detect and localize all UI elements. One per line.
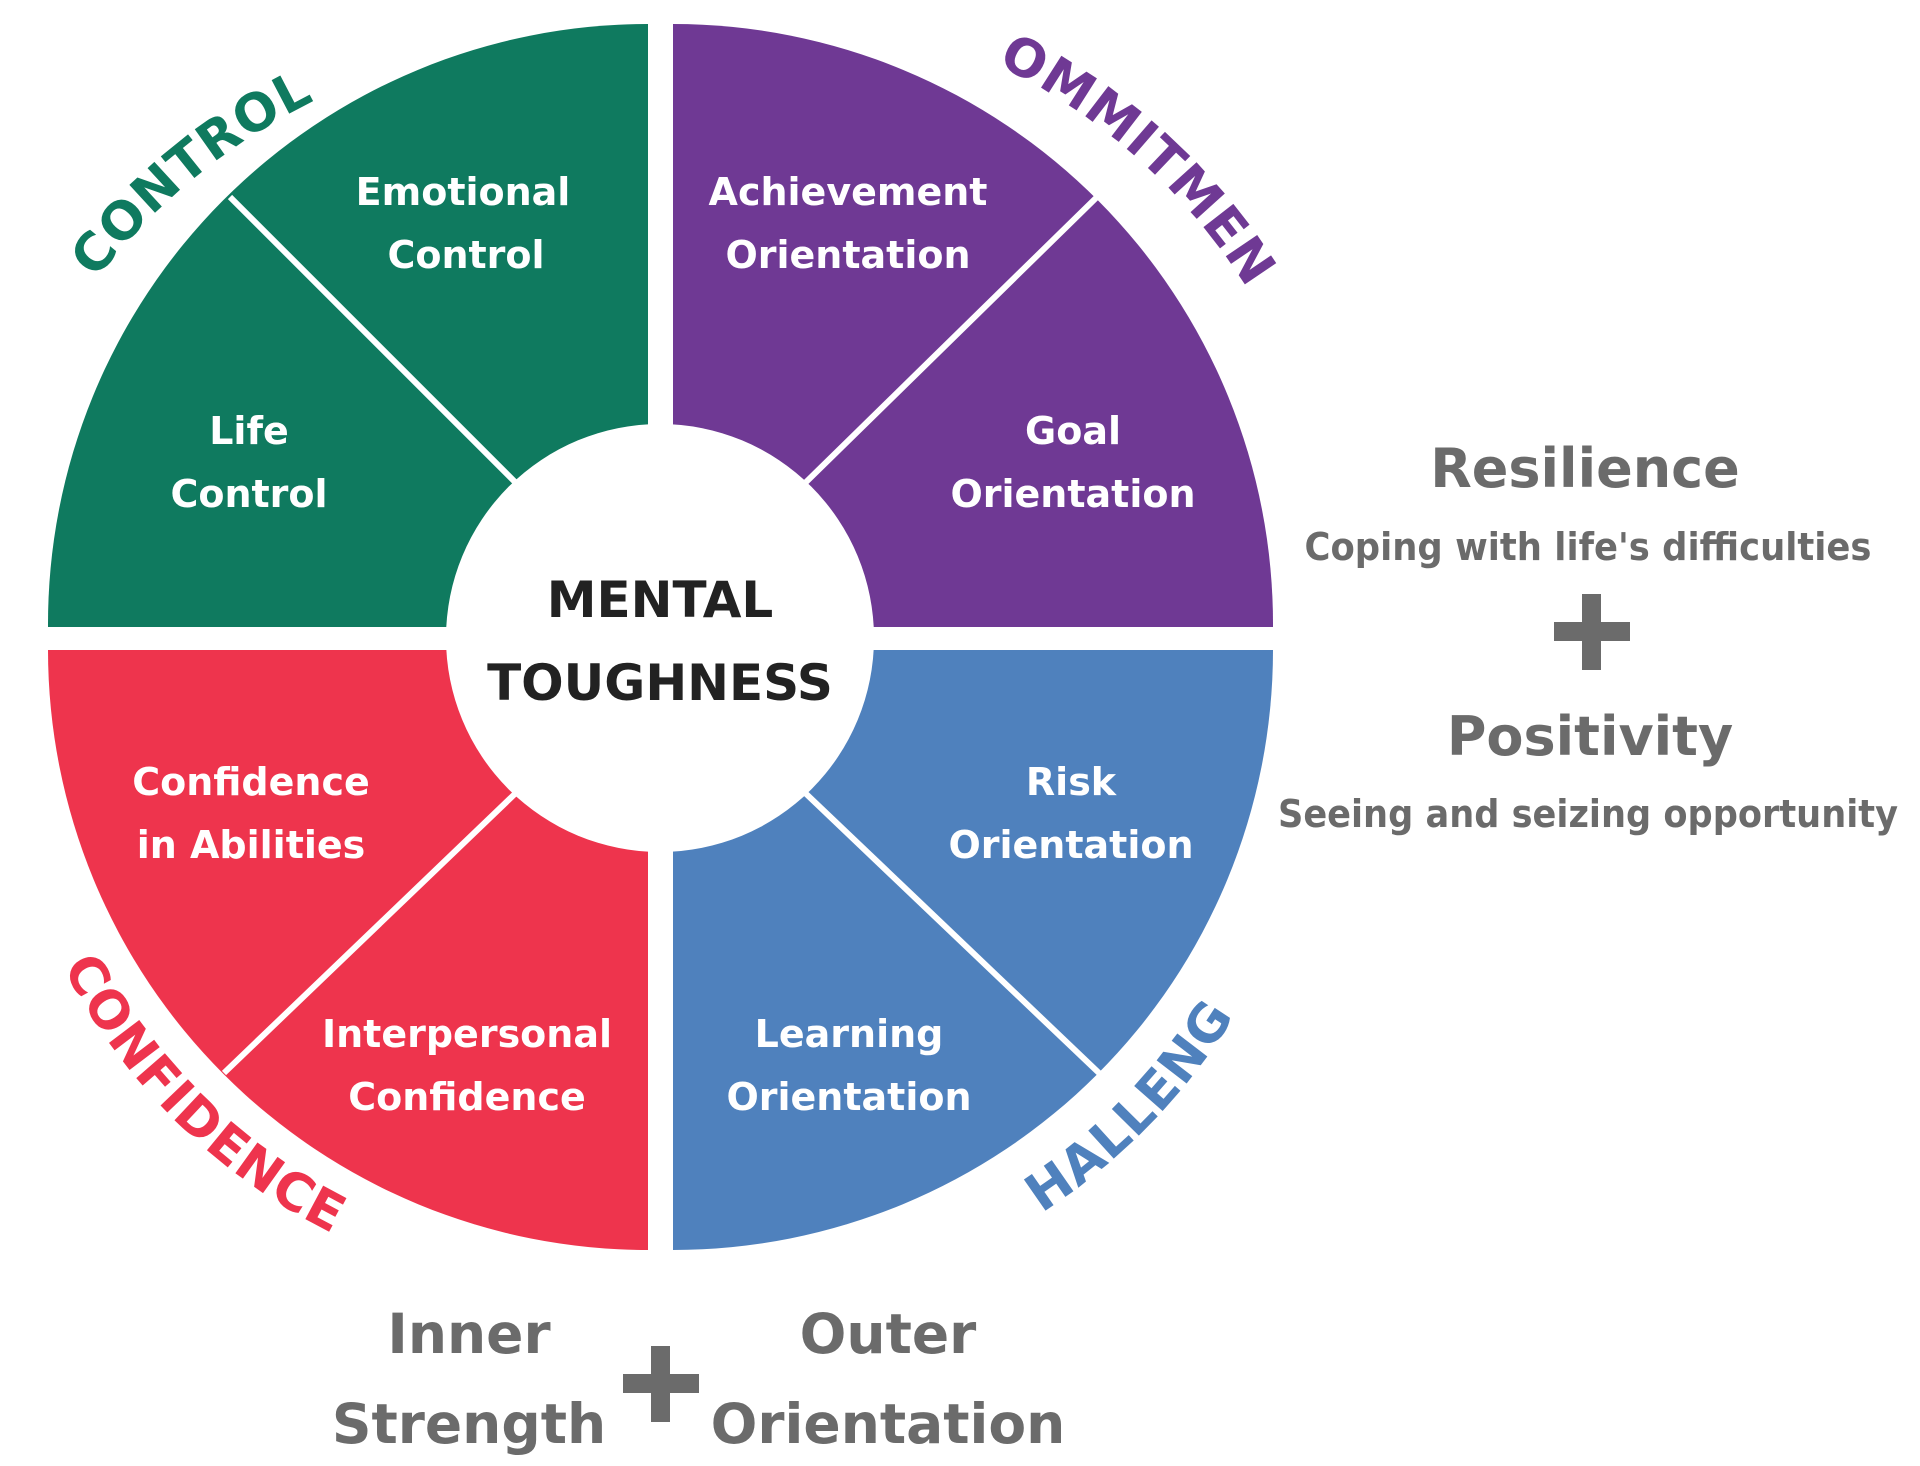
segment-risk-orientation-line1: Risk <box>1026 760 1117 804</box>
divider-challenge <box>798 786 1102 1076</box>
segment-learning-orientation-line2: Orientation <box>726 1075 971 1119</box>
inner-strength-line2: Strength <box>332 1392 606 1456</box>
control-quadrant <box>47 24 649 627</box>
outer-orientation-line2: Orientation <box>711 1392 1066 1456</box>
right-plus-icon <box>1554 594 1630 670</box>
segment-life-control-line2: Control <box>170 472 327 516</box>
center-title-line2: TOUGHNESS <box>487 654 833 712</box>
divider-confidence <box>221 786 523 1076</box>
segment-interpersonal-confidence-line2: Confidence <box>348 1075 586 1119</box>
resilience-subtitle: Coping with life's difficulties <box>1305 525 1872 569</box>
segment-confidence-in-abilities-line1: Confidence <box>132 760 370 804</box>
center-title-line1: MENTAL <box>547 571 774 629</box>
inner-strength-line1: Inner <box>387 1302 550 1366</box>
segment-goal-orientation-line1: Goal <box>1025 409 1121 453</box>
segment-life-control-line1: Life <box>209 409 289 453</box>
segment-risk-orientation-line2: Orientation <box>948 823 1193 867</box>
segment-goal-orientation-line2: Orientation <box>950 472 1195 516</box>
resilience-title: Resilience <box>1430 437 1740 500</box>
segment-learning-orientation-line1: Learning <box>755 1012 944 1056</box>
segment-achievement-orientation-line2: Orientation <box>725 233 970 277</box>
divider-control <box>227 194 523 490</box>
segment-emotional-control-line2: Control <box>387 233 544 277</box>
segment-emotional-control-line1: Emotional <box>356 170 571 214</box>
segment-interpersonal-confidence-line1: Interpersonal <box>322 1012 612 1056</box>
positivity-subtitle: Seeing and seizing opportunity <box>1278 792 1898 836</box>
divider-commitment <box>798 194 1100 490</box>
commitment-quadrant <box>673 24 1274 627</box>
outer-orientation-line1: Outer <box>800 1302 977 1366</box>
center-circle <box>446 424 874 852</box>
segment-confidence-in-abilities-line2: in Abilities <box>137 823 366 867</box>
segment-achievement-orientation-line1: Achievement <box>709 170 988 214</box>
bottom-plus-icon <box>623 1346 699 1422</box>
positivity-title: Positivity <box>1447 705 1733 768</box>
